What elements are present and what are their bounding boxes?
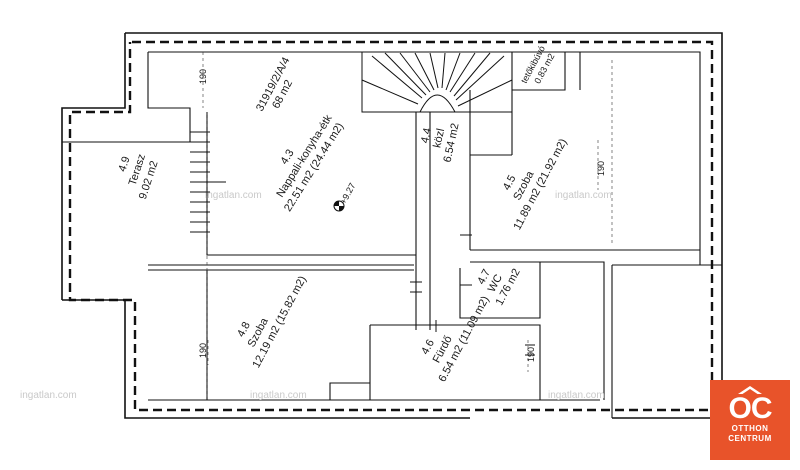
logo-line-1: OTTHON: [731, 424, 769, 433]
dim-190-topleft: 190: [198, 69, 208, 84]
dim-190-right: 190: [596, 161, 606, 176]
logo-house-inner: [741, 389, 759, 395]
room-id: 4.4: [419, 127, 434, 144]
logo-line-2: CENTRUM: [728, 434, 772, 443]
room-label-szoba-48: 4.8 Szoba 12.19 m2 (15.82 m2): [235, 274, 309, 370]
watermark-2: ingatlan.com: [555, 190, 612, 201]
otthon-centrum-logo: OC OTTHON CENTRUM: [710, 380, 790, 460]
outer-walls: [61, 32, 723, 419]
watermark-5: ingatlan.com: [20, 390, 77, 401]
level-mark: +9.27: [338, 181, 358, 206]
interior-walls: [62, 51, 722, 418]
logo-monogram: OC: [728, 392, 773, 425]
watermark-3: ingatlan.com: [250, 390, 307, 401]
room-name: közl: [431, 127, 447, 149]
dim-190-bottomleft: 190: [198, 343, 208, 358]
dim-190-bathroom: 190: [526, 347, 536, 362]
watermark-1: ingatlan.com: [205, 190, 262, 201]
terrace-railing: [190, 131, 210, 233]
room-area: 6.54 m2: [442, 122, 462, 163]
parcel-label: 31919/2/A/4 68 m2: [254, 55, 295, 113]
door-marks: [200, 181, 535, 356]
room-label-terasz: 4.9 Terasz 9.02 m2: [116, 153, 160, 201]
level-symbol: [333, 200, 345, 212]
room-label-furdo: 4.6 Fürdő 6.54 m2 (11.09 m2): [419, 294, 491, 384]
watermark-4: ingatlan.com: [548, 390, 605, 401]
room-label-kozl: 4.4 közl 6.54 m2: [419, 122, 462, 163]
staircase: [361, 51, 513, 113]
room-label-szoba-45: 4.5 Szoba 11.89 m2 (21.92 m2): [501, 137, 570, 232]
roof-outline-dashed: [68, 40, 714, 412]
room-id: 4.9: [116, 155, 132, 173]
dimension-lines: [202, 52, 613, 400]
room-label-nappali: 4.3 Nappali-konyha-étk 22.51 m2 (24.44 m…: [274, 112, 346, 213]
attic-hatch-label: tetőkibúvó 0.83 m2: [519, 44, 557, 85]
